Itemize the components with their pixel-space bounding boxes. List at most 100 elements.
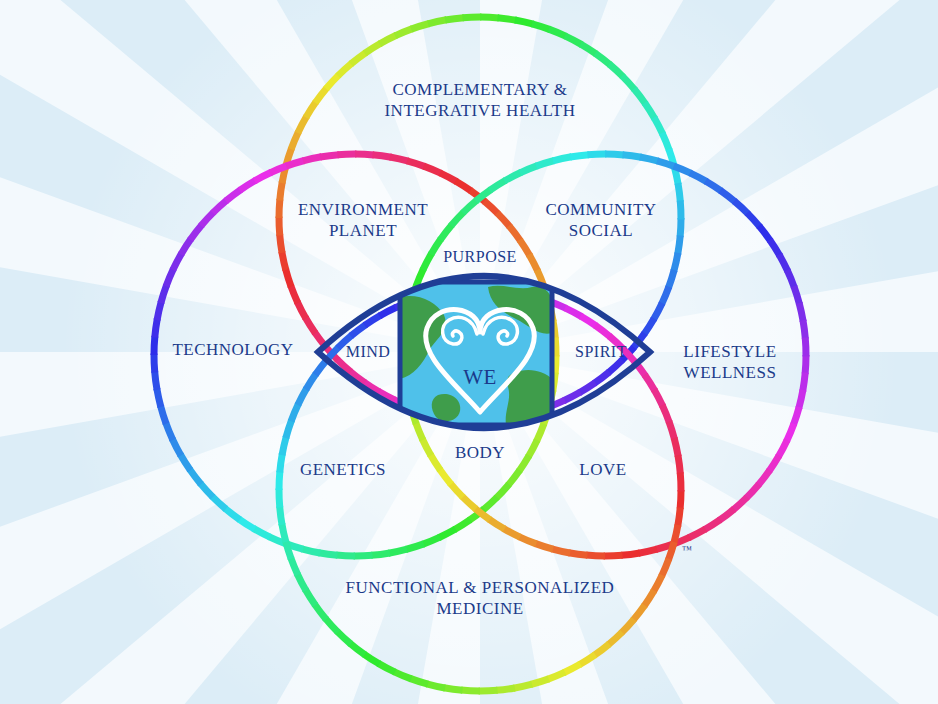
- rainbow-ring-segment: [190, 469, 201, 484]
- rainbow-ring-segment: [719, 509, 734, 520]
- rainbow-ring-segment: [633, 605, 645, 620]
- rainbow-ring-segment: [395, 301, 413, 308]
- rainbow-ring-segment: [799, 390, 803, 408]
- rainbow-ring-segment: [799, 303, 803, 322]
- rainbow-ring-segment: [678, 236, 681, 255]
- rainbow-ring-segment: [498, 290, 517, 293]
- rainbow-ring-segment: [151, 354, 159, 373]
- rainbow-ring-segment: [282, 524, 286, 543]
- rainbow-ring-segment: [411, 23, 429, 29]
- rainbow-ring-segment: [389, 549, 408, 553]
- rainbow-ring-segment: [305, 317, 315, 333]
- rainbow-ring-segment: [535, 543, 553, 549]
- rainbow-ring-segment: [769, 456, 779, 472]
- rainbow-ring-segment: [276, 489, 284, 508]
- rainbow-ring-segment: [520, 240, 530, 256]
- rainbow-ring-segment: [564, 392, 581, 401]
- rainbow-ring-segment: [706, 181, 722, 191]
- rainbow-ring-segment: [621, 619, 634, 633]
- node-label: TECHNOLOGY: [172, 339, 293, 360]
- rainbow-ring-segment: [451, 212, 464, 226]
- rainbow-ring-segment: [298, 116, 307, 133]
- rainbow-ring-segment: [319, 553, 338, 556]
- rainbow-ring-segment: [422, 537, 440, 544]
- rainbow-ring-segment: [166, 422, 173, 440]
- rainbow-ring-segment: [496, 484, 509, 498]
- rainbow-ring-segment: [431, 239, 441, 255]
- rainbow-ring-segment: [280, 454, 283, 473]
- rainbow-ring-segment: [422, 439, 431, 456]
- node-label: MIND: [346, 342, 391, 362]
- rainbow-ring-segment: [285, 269, 291, 287]
- node-label: FUNCTIONAL & PERSONALIZED MEDICINE: [320, 577, 640, 620]
- rainbow-ring-segment: [462, 496, 476, 509]
- rainbow-ring-segment: [410, 678, 428, 684]
- rainbow-ring-segment: [276, 199, 284, 218]
- rainbow-ring-segment: [734, 201, 748, 214]
- rainbow-ring-segment: [644, 591, 654, 607]
- rainbow-ring-segment: [280, 234, 282, 253]
- rainbow-ring-segment: [604, 552, 623, 560]
- rainbow-ring-segment: [484, 201, 498, 214]
- rainbow-ring-segment: [411, 295, 429, 301]
- rainbow-ring-segment: [586, 552, 605, 560]
- rainbow-ring-segment: [351, 325, 366, 336]
- rainbow-ring-segment: [622, 76, 635, 90]
- rainbow-ring-segment: [498, 18, 517, 21]
- rainbow-ring-segment: [476, 190, 491, 201]
- rainbow-ring-segment: [410, 406, 416, 424]
- rainbow-ring-segment: [581, 316, 597, 326]
- rainbow-ring-segment: [674, 166, 691, 173]
- rainbow-ring-segment: [802, 337, 810, 356]
- rainbow-ring-segment: [639, 549, 658, 553]
- rainbow-ring-segment: [394, 672, 411, 679]
- rainbow-ring-segment: [428, 20, 447, 24]
- rainbow-ring-segment: [770, 240, 780, 256]
- rainbow-ring-segment: [338, 335, 352, 348]
- rainbow-ring-segment: [240, 180, 256, 190]
- rainbow-ring-segment: [787, 424, 794, 441]
- rainbow-ring-segment: [532, 296, 550, 302]
- rainbow-ring-segment: [305, 589, 315, 605]
- rainbow-ring-segment: [380, 35, 397, 44]
- rainbow-ring-segment: [405, 319, 408, 338]
- rainbow-ring-segment: [255, 172, 272, 181]
- region-label: ™: [682, 544, 692, 557]
- rainbow-ring-segment: [674, 525, 678, 543]
- rainbow-ring-segment: [282, 437, 286, 455]
- rainbow-ring-segment: [306, 102, 316, 118]
- rainbow-ring-segment: [787, 270, 794, 288]
- rainbow-ring-segment: [640, 157, 658, 161]
- rainbow-ring-segment: [549, 29, 566, 36]
- rainbow-ring-segment: [475, 508, 490, 520]
- rainbow-ring-segment: [483, 497, 497, 510]
- rainbow-ring-segment: [302, 549, 320, 553]
- rainbow-ring-segment: [355, 151, 374, 159]
- rainbow-ring-segment: [594, 644, 609, 655]
- rainbow-ring-segment: [291, 404, 298, 421]
- rainbow-ring-segment: [440, 469, 451, 484]
- rainbow-ring-segment: [532, 24, 550, 30]
- rainbow-ring-segment: [151, 336, 159, 355]
- rainbow-ring-segment: [173, 253, 182, 270]
- rainbow-ring-segment: [424, 166, 441, 173]
- rainbow-ring-segment: [678, 455, 680, 474]
- rainbow-ring-segment: [291, 557, 298, 575]
- rainbow-ring-segment: [733, 497, 747, 510]
- rainbow-ring-segment: [155, 319, 158, 338]
- heart: WE: [415, 300, 545, 420]
- rainbow-ring-segment: [181, 239, 191, 255]
- region-label: COMMUNITY SOCIAL: [531, 199, 671, 242]
- rainbow-ring-segment: [172, 439, 181, 456]
- rainbow-ring-segment: [373, 155, 392, 158]
- rainbow-ring-segment: [286, 160, 304, 166]
- rainbow-ring-segment: [364, 654, 380, 664]
- rainbow-ring-segment: [407, 302, 411, 320]
- rainbow-ring-segment: [609, 336, 623, 349]
- rainbow-ring-segment: [662, 405, 669, 423]
- rainbow-ring-segment: [180, 454, 190, 470]
- rainbow-ring-segment: [677, 218, 685, 237]
- rainbow-ring-segment: [306, 374, 316, 390]
- rainbow-ring-segment: [758, 470, 770, 485]
